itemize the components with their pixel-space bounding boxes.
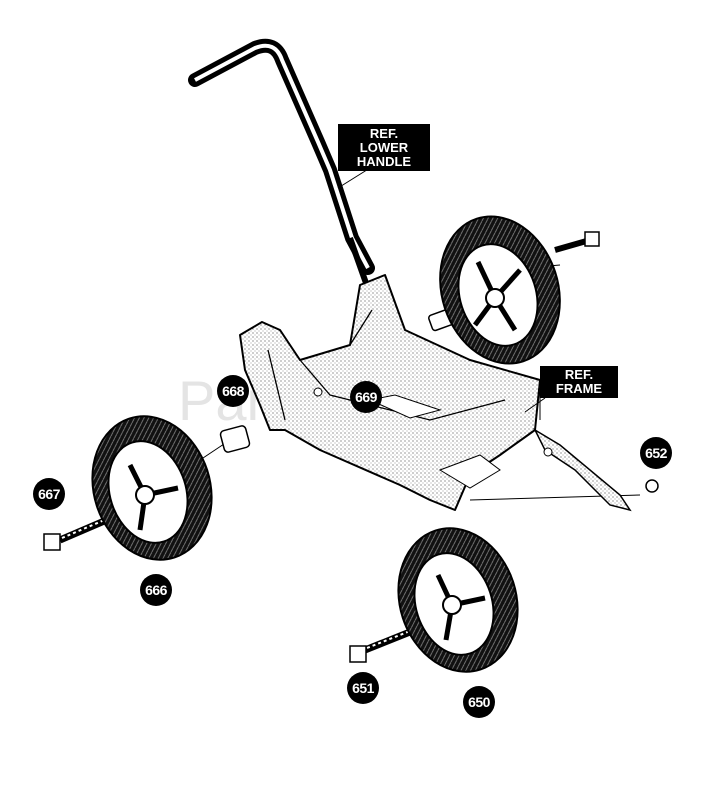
lower-handle bbox=[188, 38, 375, 302]
callout-frame-line-2: FRAME bbox=[556, 381, 603, 396]
callout-ref-frame: REF. FRAME bbox=[524, 366, 618, 413]
part-650-bubble[interactable]: 650 bbox=[463, 686, 495, 718]
part-669-bubble[interactable]: 669 bbox=[350, 381, 382, 413]
part-651-bubble[interactable]: 651 bbox=[347, 672, 379, 704]
callout-line-1: REF. bbox=[370, 126, 398, 141]
wheel-lower-right bbox=[397, 527, 519, 673]
part-666-bubble[interactable]: 666 bbox=[140, 574, 172, 606]
part-666-label: 666 bbox=[145, 582, 168, 598]
part-652-bubble[interactable]: 652 bbox=[640, 437, 672, 469]
part-667-label: 667 bbox=[38, 486, 61, 502]
part-668-label: 668 bbox=[222, 383, 245, 399]
part-650-label: 650 bbox=[468, 694, 491, 710]
part-651-label: 651 bbox=[352, 680, 375, 696]
frame bbox=[239, 274, 632, 512]
part-668-bubble[interactable]: 668 bbox=[217, 375, 249, 407]
callout-line-2: LOWER bbox=[360, 140, 409, 155]
callout-line-3: HANDLE bbox=[357, 154, 411, 169]
wheel-left bbox=[91, 415, 213, 561]
part-667-bubble[interactable]: 667 bbox=[33, 478, 65, 510]
part-652-label: 652 bbox=[645, 445, 668, 461]
callout-frame-line-1: REF. bbox=[565, 367, 593, 382]
callout-ref-lower-handle: REF. LOWER HANDLE bbox=[337, 124, 430, 189]
wheel-upper-right bbox=[439, 215, 561, 365]
part-669-label: 669 bbox=[355, 389, 378, 405]
